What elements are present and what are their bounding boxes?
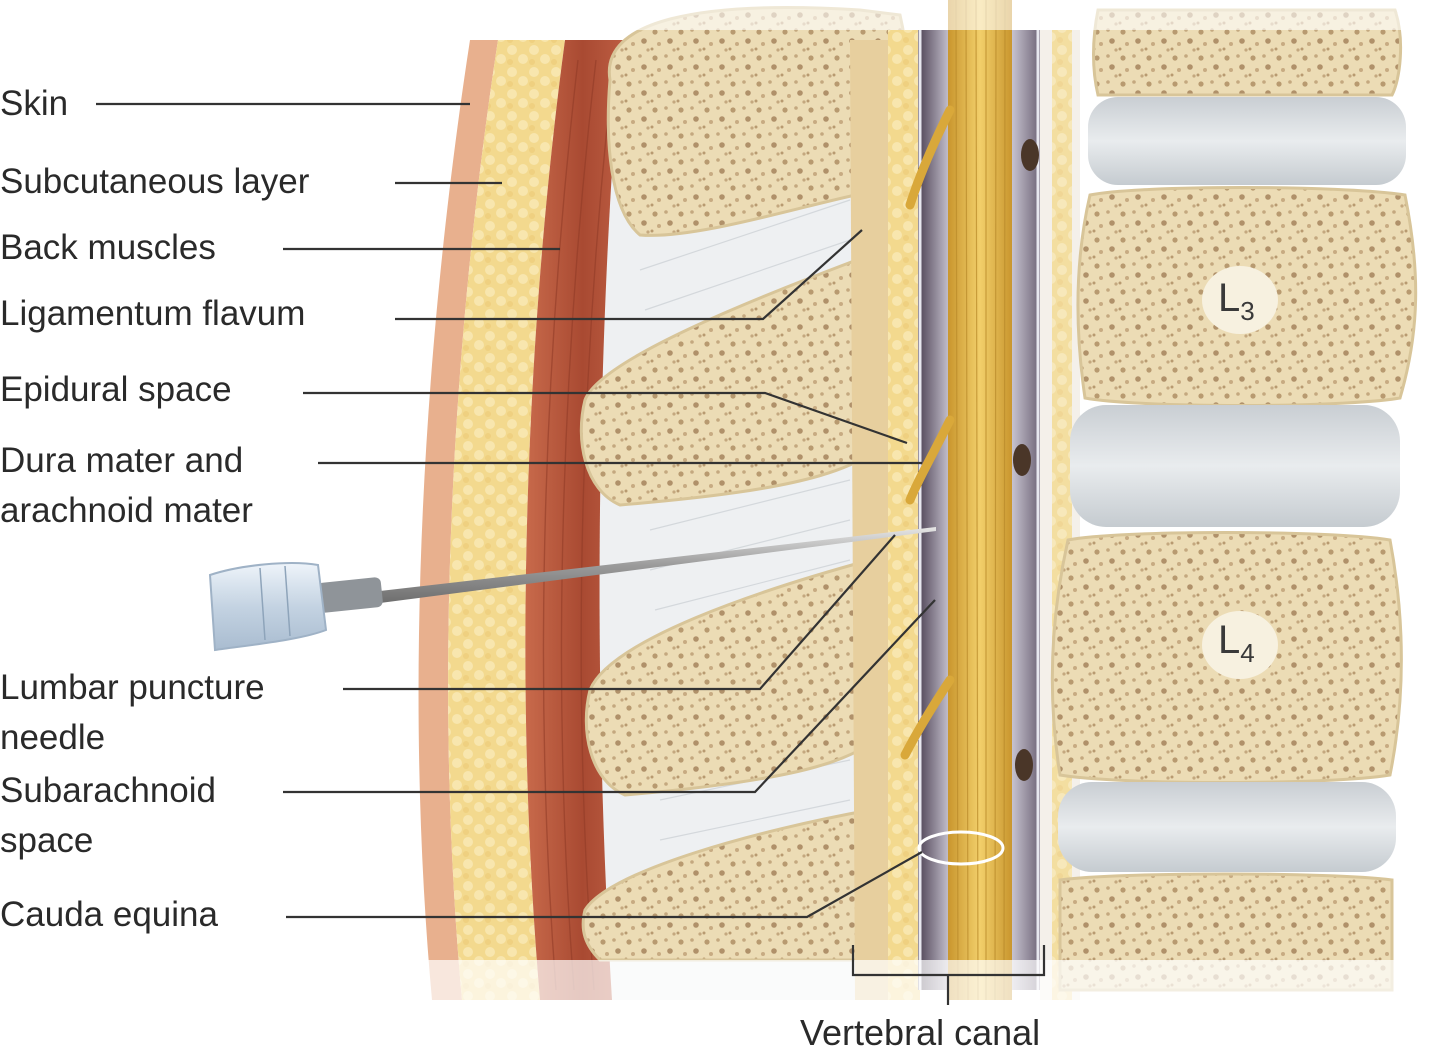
label-subcutaneous-layer: Subcutaneous layer <box>0 157 309 207</box>
label-muscles-line1: Back muscles <box>0 228 216 267</box>
leader-cauda <box>286 851 923 919</box>
label-ligamentum-line1: Ligamentum flavum <box>0 294 306 333</box>
skin-layer <box>418 40 498 1000</box>
cauda-equina-ring <box>917 830 1005 866</box>
label-needle-line2: needle <box>0 718 106 757</box>
label-lumbar-puncture-needle: Lumbar puncture needle <box>0 663 265 763</box>
ligamentum-flavum <box>850 40 895 1000</box>
leader-subarachnoid <box>283 599 936 794</box>
leader-ligamentum <box>395 229 863 321</box>
label-skin-line1: Skin <box>0 84 69 123</box>
vertebra-label-l3: L3 <box>1218 276 1255 327</box>
label-epidural-space: Epidural space <box>0 365 232 415</box>
vertebra-l3-sub: 3 <box>1240 296 1255 326</box>
label-skin: Skin <box>0 79 68 129</box>
label-dura-line1: Dura mater and <box>0 441 244 480</box>
vertebra-label-l4: L4 <box>1218 618 1255 669</box>
lumbar-puncture-needle-art <box>208 527 936 652</box>
label-dura-line2: arachnoid mater <box>0 491 253 530</box>
vertebra-l4-letter: L <box>1218 618 1241 662</box>
subcutaneous-fat <box>448 40 565 1000</box>
label-cauda-line1: Cauda equina <box>0 895 218 934</box>
intervertebral-disc-3 <box>1058 782 1396 872</box>
label-needle-line1: Lumbar puncture <box>0 668 265 707</box>
vertebra-l3-letter: L <box>1218 276 1241 320</box>
epidural-space <box>888 30 920 1000</box>
muscle-fibers <box>542 59 615 991</box>
intervertebral-disc-1 <box>1088 97 1406 185</box>
label-epidural-line1: Epidural space <box>0 370 232 409</box>
leader-needle <box>343 534 896 691</box>
leader-epidural <box>303 391 908 445</box>
label-subarachnoid-space: Subarachnoid space <box>0 766 216 866</box>
nerve-roots <box>900 105 955 760</box>
intervertebral-disc-2 <box>1070 405 1400 527</box>
label-vertebral-canal: Vertebral canal <box>800 1012 1041 1053</box>
leader-lines <box>96 102 1046 1005</box>
label-back-muscles: Back muscles <box>0 223 216 273</box>
vertebra-l4-sub: 4 <box>1240 638 1255 668</box>
label-subarachnoid-line2: space <box>0 821 94 860</box>
vertebral-body-top <box>1092 8 1403 97</box>
label-dura-mater: Dura mater and arachnoid mater <box>0 436 253 536</box>
label-ligamentum-flavum: Ligamentum flavum <box>0 289 305 339</box>
label-subcutaneous-line1: Subcutaneous layer <box>0 162 310 201</box>
label-cauda-equina: Cauda equina <box>0 890 218 940</box>
label-subarachnoid-line1: Subarachnoid <box>0 771 216 810</box>
